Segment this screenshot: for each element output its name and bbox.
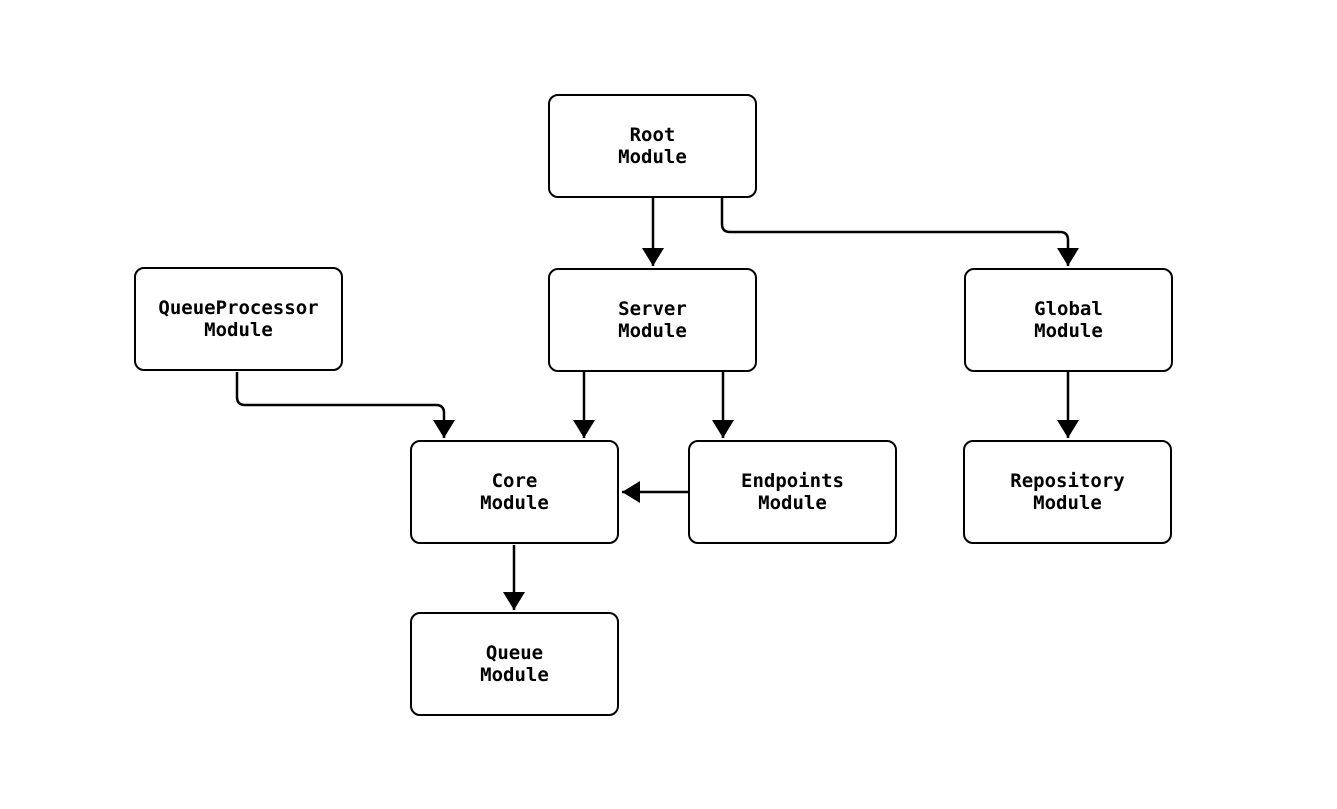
node-endpoints-module: Endpoints Module (688, 440, 897, 544)
node-label-line2: Module (618, 320, 687, 342)
node-server-module: Server Module (548, 268, 757, 372)
node-label-line1: Core (491, 470, 538, 492)
node-label-line1: Root (629, 124, 676, 146)
node-label-line1: Endpoints (741, 470, 844, 492)
node-label-line2: Module (1034, 320, 1103, 342)
node-global-module: Global Module (964, 268, 1173, 372)
node-label-line2: Module (204, 319, 273, 341)
node-label-line1: Queue (485, 642, 544, 664)
node-label-line2: Module (480, 492, 549, 514)
node-label-line1: Repository (1010, 470, 1125, 492)
node-root-module: Root Module (548, 94, 757, 198)
node-core-module: Core Module (410, 440, 619, 544)
node-queue-module: Queue Module (410, 612, 619, 716)
edge-root-to-global (720, 198, 1079, 266)
node-label-line2: Module (1033, 492, 1102, 514)
edge-queueprocessor-to-core (235, 372, 455, 438)
node-label-line2: Module (618, 146, 687, 168)
node-repository-module: Repository Module (963, 440, 1172, 544)
node-label-line1: Global (1034, 298, 1103, 320)
node-label-line1: QueueProcessor (158, 297, 319, 319)
node-label-line2: Module (480, 664, 549, 686)
node-label-line2: Module (758, 492, 827, 514)
node-label-line1: Server (618, 298, 687, 320)
node-queueprocessor-module: QueueProcessor Module (134, 267, 343, 371)
